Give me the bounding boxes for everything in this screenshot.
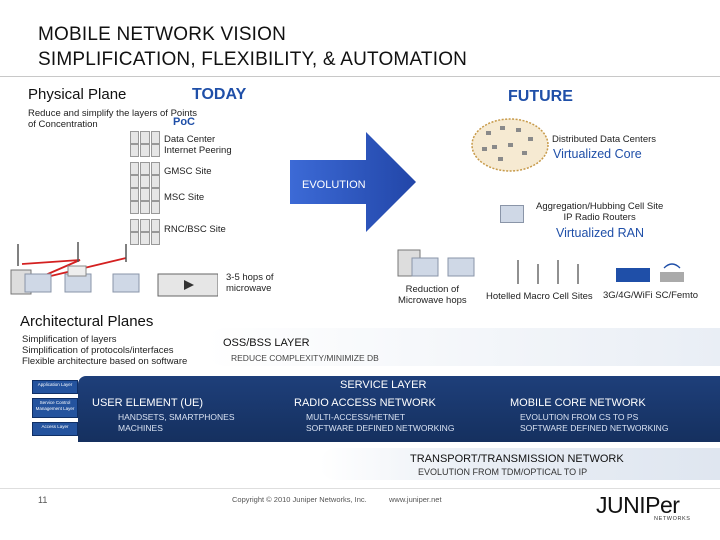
architectural-planes-label: Architectural Planes xyxy=(20,313,154,330)
future-cell-site-icon xyxy=(397,249,475,277)
oss-bss-subtitle: REDUCE COMPLEXITY/MINIMIZE DB xyxy=(231,353,379,363)
footer-divider xyxy=(0,488,720,489)
reduce-layers-text: Reduce and simplify the layers of Points… xyxy=(28,108,197,130)
data-center-stack xyxy=(130,131,162,157)
left-button-application-layer[interactable]: Application Layer xyxy=(32,380,78,394)
ran-title: RADIO ACCESS NETWORK xyxy=(294,397,436,409)
title-divider xyxy=(0,76,720,77)
hotelled-label: Hotelled Macro Cell Sites xyxy=(486,291,593,302)
distributed-cloud-icon xyxy=(471,118,549,172)
evolution-label: EVOLUTION xyxy=(302,179,366,191)
evolution-arrow xyxy=(290,132,416,232)
data-center-label: Data Center Internet Peering xyxy=(164,134,232,156)
mobile-core-title: MOBILE CORE NETWORK xyxy=(510,397,646,409)
copyright-text: Copyright © 2010 Juniper Networks, Inc. xyxy=(232,495,367,504)
mobile-core-subtitle: EVOLUTION FROM CS TO PS SOFTWARE DEFINED… xyxy=(520,412,669,433)
aggregation-router-icon xyxy=(500,205,524,223)
physical-plane-label: Physical Plane xyxy=(28,86,127,103)
today-label: TODAY xyxy=(192,86,247,103)
msc-stack xyxy=(130,188,162,214)
transport-subtitle: EVOLUTION FROM TDM/OPTICAL TO IP xyxy=(418,467,588,477)
juniper-logo: JUNIPer xyxy=(596,492,680,518)
gmsc-label: GMSC Site xyxy=(164,166,212,177)
macro-femto-icons xyxy=(517,260,684,284)
left-button-access-layer[interactable]: Access Layer xyxy=(32,422,78,436)
aggregation-label: Aggregation/Hubbing Cell Site IP Radio R… xyxy=(536,201,664,223)
juniper-logo-sub: NETWORKS xyxy=(654,516,691,522)
ran-subtitle: MULTI-ACCESS/HETNET SOFTWARE DEFINED NET… xyxy=(306,412,455,433)
title-line-1: MOBILE NETWORK VISION xyxy=(38,24,287,45)
future-label: FUTURE xyxy=(508,88,573,105)
simplification-list: Simplification of layers Simplification … xyxy=(22,334,188,367)
today-microwave-diagram xyxy=(10,242,218,297)
virtualized-ran-label: Virtualized RAN xyxy=(556,226,645,240)
poc-label: PoC xyxy=(173,116,195,128)
user-element-subtitle: HANDSETS, SMARTPHONES MACHINES xyxy=(118,412,235,433)
left-button-service-control-layer[interactable]: Service Control Management Layer xyxy=(32,398,78,418)
footer-url[interactable]: www.juniper.net xyxy=(389,495,442,504)
msc-label: MSC Site xyxy=(164,192,205,203)
oss-bss-banner xyxy=(205,328,720,366)
rnc-stack xyxy=(130,219,162,245)
transport-band xyxy=(320,448,720,480)
hops-label: 3-5 hops of microwave xyxy=(226,272,274,294)
service-layer-band xyxy=(78,376,720,442)
page-title: MOBILE NETWORK VISION SIMPLIFICATION, FL… xyxy=(38,22,467,72)
page-number: 11 xyxy=(38,495,48,505)
gmsc-stack xyxy=(130,162,162,188)
reduction-label: Reduction of Microwave hops xyxy=(398,284,467,306)
femto-label: 3G/4G/WiFi SC/Femto xyxy=(603,290,699,301)
virtualized-core-label: Virtualized Core xyxy=(553,147,642,161)
user-element-title: USER ELEMENT (UE) xyxy=(92,397,204,409)
service-layer-title: SERVICE LAYER xyxy=(340,379,427,391)
distributed-dc-label: Distributed Data Centers xyxy=(552,134,657,145)
transport-title: TRANSPORT/TRANSMISSION NETWORK xyxy=(410,453,624,465)
oss-bss-title: OSS/BSS LAYER xyxy=(223,337,310,349)
rnc-label: RNC/BSC Site xyxy=(164,224,226,235)
title-line-2: SIMPLIFICATION, FLEXIBILITY, & AUTOMATIO… xyxy=(38,49,468,70)
